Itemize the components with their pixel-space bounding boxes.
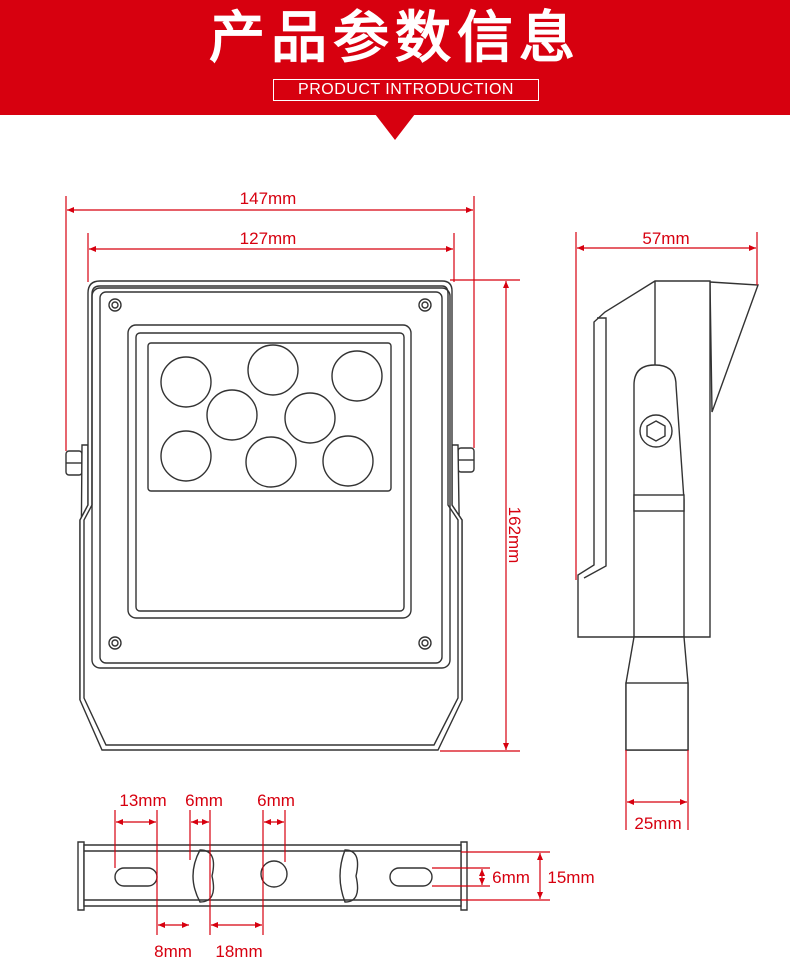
slot-right (389, 867, 433, 887)
front-panel (99, 291, 443, 664)
dim-height: 162mm (505, 507, 524, 564)
header-arrow (375, 114, 415, 140)
dim-depth: 57mm (642, 229, 689, 248)
hex-bolt-icon (639, 414, 673, 448)
side-view (577, 280, 759, 751)
dim-offset-a: 8mm (154, 942, 192, 961)
header-banner (0, 0, 790, 115)
page-title: 产品参数信息 (209, 6, 581, 71)
dim-bracket-height: 15mm (547, 868, 594, 887)
dim-hole-gap-b: 6mm (257, 791, 295, 810)
side-dimensions: 57mm 25mm (575, 229, 758, 833)
front-dimensions: 147mm 127mm 162mm (65, 189, 524, 752)
led-array (160, 344, 383, 488)
front-view (65, 280, 475, 751)
bracket-end-left (77, 841, 85, 911)
heat-sink-fin (709, 281, 759, 413)
screw-icon (108, 298, 432, 650)
bracket-dimensions: 13mm 6mm 6mm 8mm 18mm 6mm 15mm (114, 791, 595, 961)
dim-hole-gap-a: 6mm (185, 791, 223, 810)
dim-inner-width: 127mm (240, 229, 297, 248)
page-subtitle: PRODUCT INTRODUCTION (273, 79, 539, 101)
round-hole (260, 860, 288, 888)
crescent-hole (192, 849, 215, 903)
bracket-plate (83, 844, 462, 907)
dim-bracket-width: 25mm (634, 814, 681, 833)
bracket-view (77, 841, 468, 911)
dim-slot-height: 6mm (492, 868, 530, 887)
led-module (147, 342, 392, 492)
lens-frame (127, 324, 412, 619)
dim-offset-b: 18mm (215, 942, 262, 961)
dim-slot-length: 13mm (119, 791, 166, 810)
dim-total-width: 147mm (240, 189, 297, 208)
